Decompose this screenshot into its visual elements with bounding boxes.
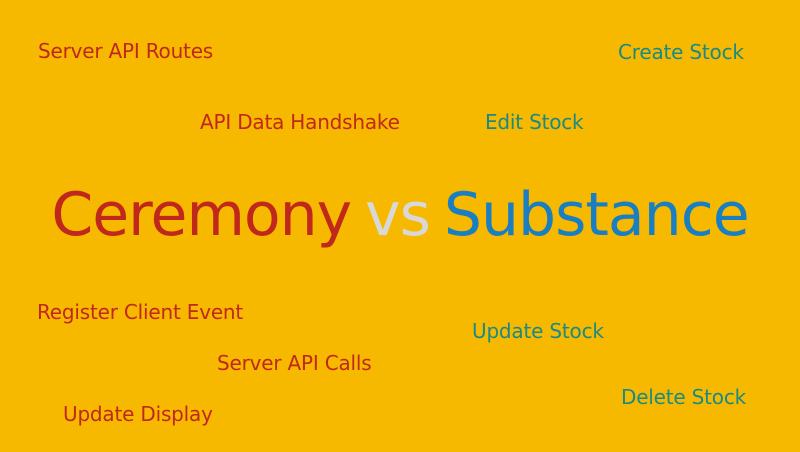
term-create-stock: Create Stock — [618, 40, 744, 64]
term-server-api-calls: Server API Calls — [217, 351, 372, 375]
term-register-client-event: Register Client Event — [37, 300, 244, 324]
headline-vs: vs — [365, 180, 431, 250]
term-update-display: Update Display — [63, 402, 213, 426]
term-update-stock: Update Stock — [472, 319, 604, 343]
term-api-data-handshake: API Data Handshake — [200, 110, 400, 134]
term-edit-stock: Edit Stock — [485, 110, 584, 134]
term-server-api-routes: Server API Routes — [38, 39, 214, 63]
headline-substance: Substance — [443, 180, 750, 250]
headline-ceremony: Ceremony — [51, 180, 352, 250]
term-delete-stock: Delete Stock — [621, 385, 747, 409]
